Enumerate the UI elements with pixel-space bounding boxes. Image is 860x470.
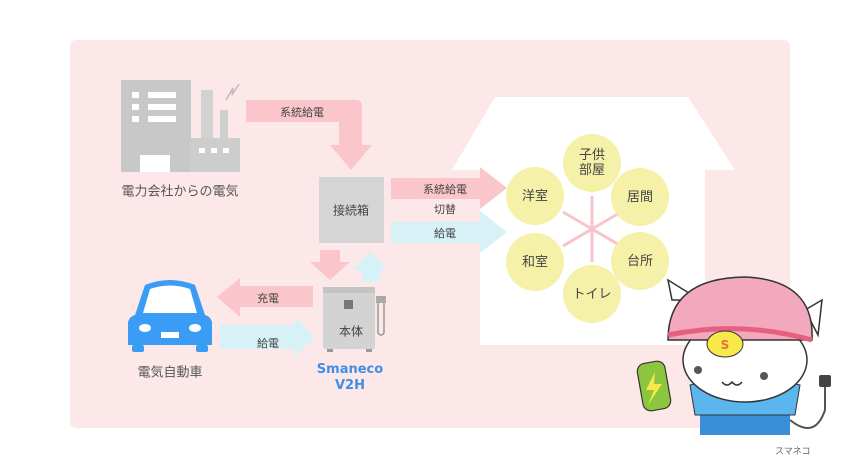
room-japanese: 和室 — [506, 233, 564, 291]
electric-car-label: 電気自動車 — [137, 365, 203, 381]
power-plant-icon — [121, 80, 240, 172]
charge-arrow — [217, 278, 313, 317]
electric-car-icon — [128, 280, 212, 352]
brand-name: Smaneco — [316, 362, 384, 377]
v2h-unit-icon — [323, 287, 386, 352]
grid-supply-arrow — [246, 100, 372, 170]
charge-label: 充電 — [257, 292, 279, 305]
room-western: 洋室 — [506, 167, 564, 225]
room-living: 居間 — [611, 168, 669, 226]
room-toilet: トイレ — [563, 265, 621, 323]
brand-model: V2H — [334, 378, 365, 393]
house-grid-label: 系統給電 — [423, 183, 467, 196]
up-to-box-arrow — [352, 252, 388, 282]
switch-label: 切替 — [434, 203, 456, 216]
car-supply-arrow — [220, 317, 315, 357]
room-connector-lines — [562, 196, 622, 262]
car-supply-label: 給電 — [257, 337, 279, 350]
grid-to-house-arrow — [391, 167, 507, 209]
junction-box — [319, 177, 384, 243]
mascot-credit: スマネコ — [775, 447, 811, 457]
helmet-letter: S — [720, 338, 730, 352]
v2h-unit-label: 本体 — [338, 324, 364, 339]
grid-supply-label: 系統給電 — [280, 106, 324, 119]
room-kitchen: 台所 — [611, 232, 669, 290]
room-kids: 子供 部屋 — [563, 134, 621, 192]
down-to-unit-arrow — [310, 250, 350, 280]
junction-box-label: 接続箱 — [332, 203, 370, 218]
house-supply-label: 給電 — [434, 227, 456, 240]
supply-to-house-arrow — [391, 211, 507, 253]
smaneco-mascot-illustration — [636, 276, 831, 435]
power-company-label: 電力会社からの電気 — [121, 184, 239, 200]
brand-label: Smaneco V2H — [317, 362, 383, 394]
